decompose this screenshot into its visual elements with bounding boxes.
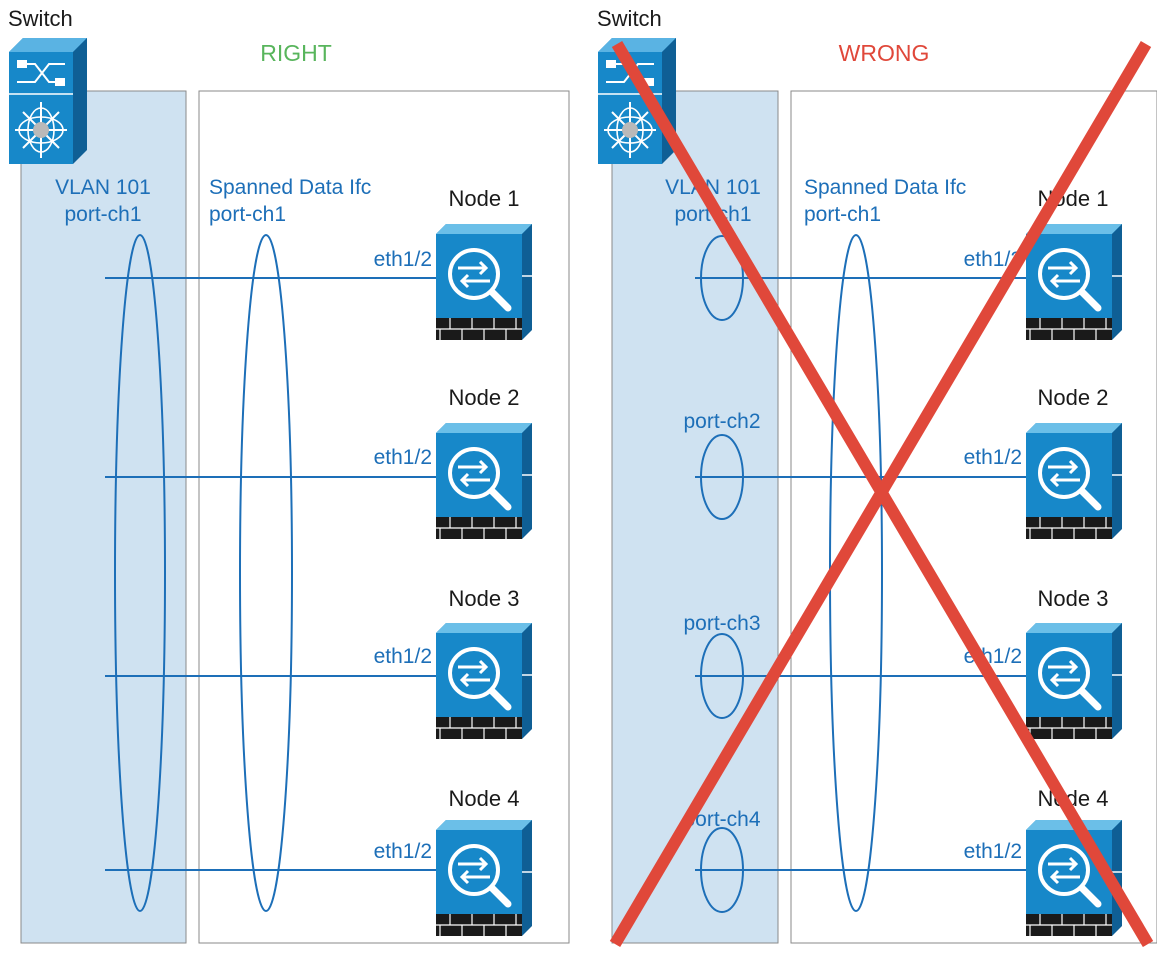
node-label: Node 2 (1038, 385, 1109, 410)
cross-out-stroke (609, 40, 1152, 948)
per-node-portchannel-ellipse (700, 235, 744, 321)
interface-label: eth1/2 (964, 446, 1022, 469)
firewall-appliance-icon (436, 820, 532, 936)
vlan-label-right: VLAN 101 (55, 176, 151, 199)
interface-label: eth1/2 (964, 840, 1022, 863)
verdict-right: RIGHT (260, 40, 332, 66)
per-node-portchannel-ellipse (700, 827, 744, 913)
node-label: Node 4 (449, 786, 520, 811)
interface-label: eth1/2 (374, 840, 432, 863)
switch-label-wrong: Switch (597, 6, 662, 31)
firewall-appliance-icon (1026, 224, 1122, 340)
interface-label: eth1/2 (374, 446, 432, 469)
firewall-appliance-icon (1026, 820, 1122, 936)
interface-label: eth1/2 (964, 248, 1022, 271)
portch2-label: port-ch2 (683, 410, 760, 433)
switch-label-right: Switch (8, 6, 73, 31)
portch4-label: port-ch4 (683, 808, 760, 831)
switch-icon (598, 38, 676, 164)
vlan-portch-right: port-ch1 (64, 203, 141, 226)
firewall-appliance-icon (436, 423, 532, 539)
node-label: Node 2 (449, 385, 520, 410)
per-node-portchannel-ellipse (700, 633, 744, 719)
verdict-wrong: WRONG (839, 40, 930, 66)
node-label: Node 1 (449, 186, 520, 211)
node-label: Node 3 (449, 586, 520, 611)
vlan-label-wrong: VLAN 101 (665, 176, 761, 199)
switch-icon (9, 38, 87, 164)
interface-label: eth1/2 (374, 645, 432, 668)
vlan-portchannel-ellipse (114, 234, 166, 912)
node-label: Node 3 (1038, 586, 1109, 611)
spanned-label-wrong: Spanned Data Ifc (804, 176, 966, 199)
firewall-appliance-icon (1026, 423, 1122, 539)
spanned-label-right: Spanned Data Ifc (209, 176, 371, 199)
firewall-appliance-icon (436, 623, 532, 739)
spanned-portchannel-ellipse (239, 234, 293, 912)
interface-label: eth1/2 (374, 248, 432, 271)
spanned-portch-right: port-ch1 (209, 203, 286, 226)
spanned-portch-wrong: port-ch1 (804, 203, 881, 226)
firewall-appliance-icon (1026, 623, 1122, 739)
firewall-appliance-icon (436, 224, 532, 340)
portch3-label: port-ch3 (683, 612, 760, 635)
per-node-portchannel-ellipse (700, 434, 744, 520)
